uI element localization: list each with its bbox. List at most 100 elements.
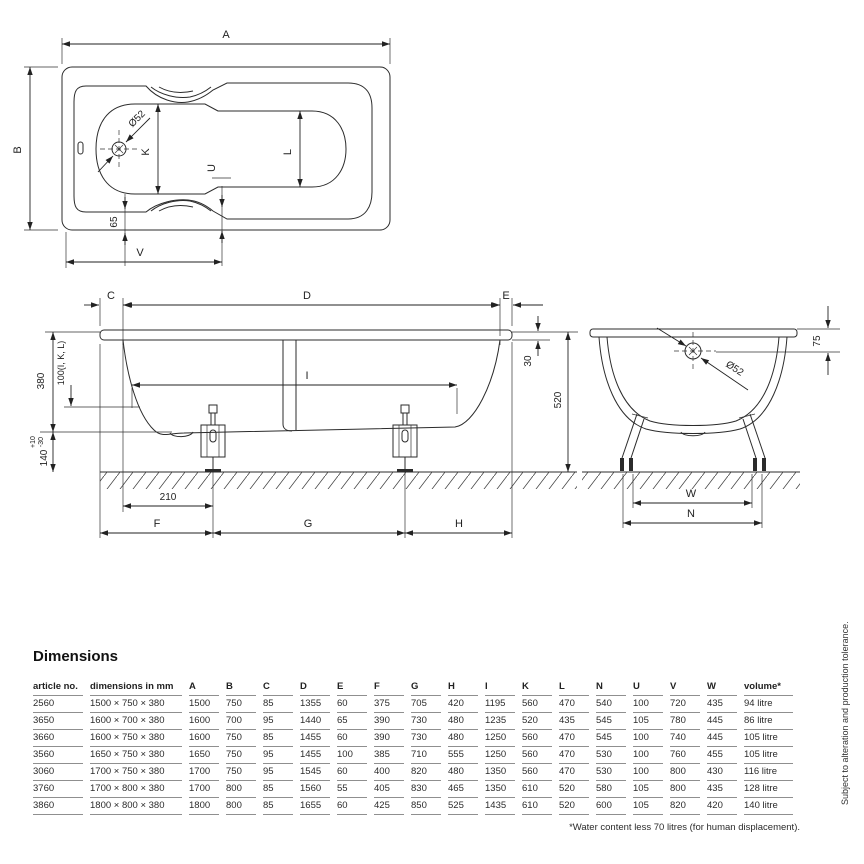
table-cell: 480	[448, 713, 478, 730]
dim-K-label: K	[140, 148, 152, 156]
table-cell: 1195	[485, 696, 515, 713]
table-cell: 465	[448, 781, 478, 798]
table-cell: 100	[633, 747, 663, 764]
table-cell: 105	[633, 798, 663, 815]
table-cell: 1600 × 750 × 380	[90, 730, 182, 747]
table-cell: 60	[337, 730, 367, 747]
table-cell: 455	[707, 747, 737, 764]
table-cell: 540	[596, 696, 626, 713]
table-cell: 105 litre	[744, 730, 793, 747]
ground-end	[582, 471, 800, 489]
dim-V: V	[65, 232, 222, 268]
table-cell: 830	[411, 781, 441, 798]
table-cell: 445	[707, 713, 737, 730]
table-cell: 55	[337, 781, 367, 798]
dim-C-label: C	[107, 290, 115, 302]
column-header: A	[189, 679, 219, 696]
table-cell: 105	[633, 713, 663, 730]
table-cell: 100	[633, 730, 663, 747]
table-cell: 385	[374, 747, 404, 764]
technical-drawing: Ø52 A B K L 65	[12, 29, 840, 538]
table-cell: 1355	[300, 696, 330, 713]
table-cell: 760	[670, 747, 700, 764]
table-cell: 105	[633, 781, 663, 798]
table-cell: 750	[226, 696, 256, 713]
end-waste-recess	[680, 431, 706, 437]
table-cell: 800	[226, 781, 256, 798]
table-cell: 1800 × 800 × 380	[90, 798, 182, 815]
table-cell: 800	[226, 798, 256, 815]
table-cell: 470	[559, 747, 589, 764]
dim-100-label: 100(I, K, L)	[56, 341, 66, 386]
table-cell: 390	[374, 713, 404, 730]
dim-E-label: E	[502, 290, 509, 302]
table-cell: 1700	[189, 781, 219, 798]
foot-grip-arcs	[150, 200, 212, 212]
dim-140-tol-minus: -30	[38, 437, 45, 447]
table-cell: 520	[559, 781, 589, 798]
table-cell: 95	[263, 713, 293, 730]
dim-U: U	[206, 164, 231, 266]
dim-75-label: 75	[812, 335, 823, 347]
tub-profile	[122, 339, 501, 435]
table-cell: 3660	[33, 730, 83, 747]
dim-N: N	[622, 474, 763, 528]
table-cell: 95	[263, 764, 293, 781]
table-cell: 375	[374, 696, 404, 713]
dim-W: W	[632, 474, 753, 508]
table-cell: 545	[596, 713, 626, 730]
table-cell: 60	[337, 798, 367, 815]
table-cell: 95	[263, 747, 293, 764]
column-header: C	[263, 679, 293, 696]
dim-B: B	[12, 66, 58, 231]
column-header: D	[300, 679, 330, 696]
table-cell: 480	[448, 764, 478, 781]
table-cell: 425	[374, 798, 404, 815]
end-view: Ø52 75 W N	[582, 306, 840, 528]
table-cell: 1235	[485, 713, 515, 730]
table-cell: 820	[411, 764, 441, 781]
table-cell: 1250	[485, 730, 515, 747]
table-cell: 86 litre	[744, 713, 793, 730]
table-cell: 1350	[485, 781, 515, 798]
tub-end-outer	[598, 336, 788, 434]
table-cell: 1800	[189, 798, 219, 815]
column-header: U	[633, 679, 663, 696]
table-cell: 60	[337, 764, 367, 781]
dim-W-label: W	[686, 488, 697, 500]
table-cell: 3060	[33, 764, 83, 781]
table-cell: 1655	[300, 798, 330, 815]
table-cell: 705	[411, 696, 441, 713]
dim-520-label: 520	[553, 391, 564, 408]
column-header: volume*	[744, 679, 793, 696]
dim-N-label: N	[687, 508, 695, 520]
waste-recess	[169, 431, 194, 438]
table-cell: 1350	[485, 764, 515, 781]
dim-210: 210	[123, 492, 213, 509]
table-cell: 435	[559, 713, 589, 730]
table-cell: 560	[522, 747, 552, 764]
table-cell: 1600	[189, 730, 219, 747]
table-cell: 65	[337, 713, 367, 730]
table-cell: 560	[522, 730, 552, 747]
table-cell: 405	[374, 781, 404, 798]
table-cell: 700	[226, 713, 256, 730]
tub-outer-rim	[61, 66, 391, 231]
column-header: V	[670, 679, 700, 696]
table-cell: 750	[226, 730, 256, 747]
table-cell: 470	[559, 696, 589, 713]
table-cell: 128 litre	[744, 781, 793, 798]
dim-75: 75	[716, 306, 840, 375]
table-cell: 1700 × 750 × 380	[90, 764, 182, 781]
table-cell: 1545	[300, 764, 330, 781]
table-cell: 85	[263, 798, 293, 815]
section-cut-lines	[282, 340, 297, 432]
drain-symbol: Ø52	[97, 108, 151, 173]
tub-end-inner	[606, 336, 780, 426]
dim-U-label: U	[206, 164, 218, 172]
side-view: C D E I 380 100(I, K, L) 140 +10 -30	[30, 290, 578, 538]
table-cell: 100	[337, 747, 367, 764]
rim-end-profile	[589, 328, 798, 338]
